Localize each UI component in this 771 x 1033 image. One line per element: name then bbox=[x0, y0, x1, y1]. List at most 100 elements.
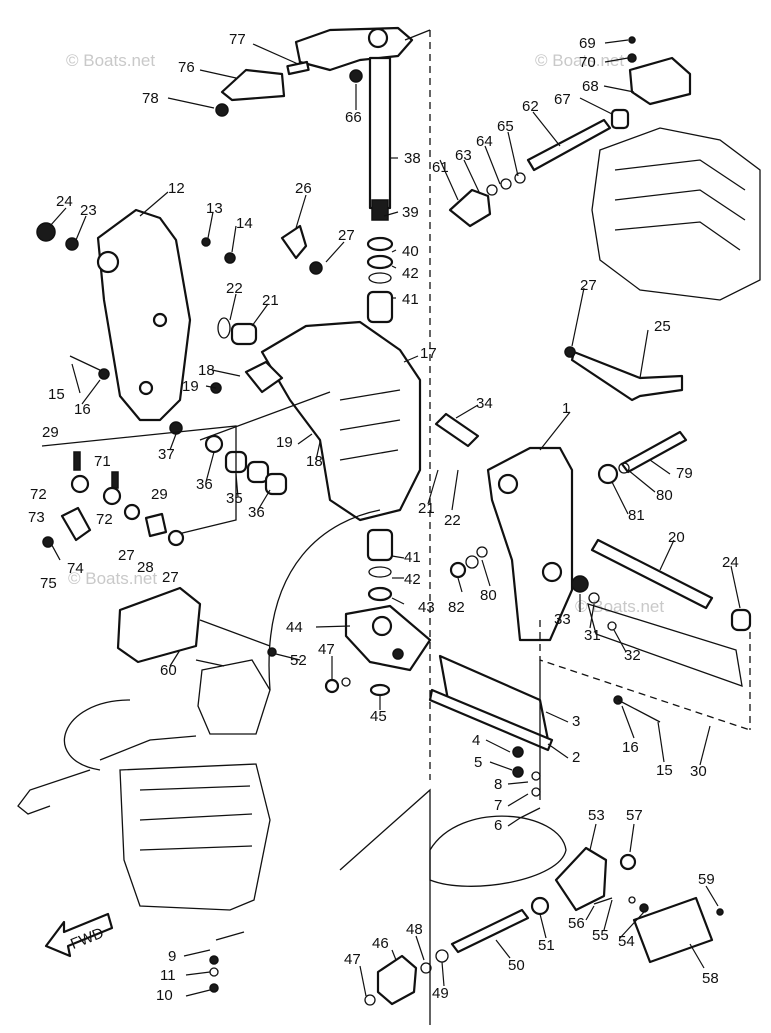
callout-27b: 27 bbox=[580, 277, 597, 294]
callout-81: 81 bbox=[628, 507, 645, 524]
callout-49: 49 bbox=[432, 985, 449, 1002]
callout-16a: 16 bbox=[74, 401, 91, 418]
callout-11: 11 bbox=[160, 967, 176, 984]
callout-42b: 42 bbox=[404, 571, 421, 588]
callout-41b: 41 bbox=[404, 549, 421, 566]
callout-67: 67 bbox=[554, 91, 571, 108]
callout-53: 53 bbox=[588, 807, 605, 824]
callout-74: 74 bbox=[67, 560, 84, 577]
callout-78: 78 bbox=[142, 90, 159, 107]
callout-56: 56 bbox=[568, 915, 585, 932]
callout-72b: 72 bbox=[96, 511, 113, 528]
callout-69: 69 bbox=[579, 35, 596, 52]
callout-18a: 18 bbox=[198, 362, 215, 379]
callout-75: 75 bbox=[40, 575, 57, 592]
callout-18b: 18 bbox=[306, 453, 323, 470]
callout-41a: 41 bbox=[402, 291, 419, 308]
callout-3: 3 bbox=[572, 713, 580, 730]
callout-52: 52 bbox=[290, 652, 307, 669]
callout-39: 39 bbox=[402, 204, 419, 221]
callout-24a: 24 bbox=[56, 193, 73, 210]
callout-46: 46 bbox=[372, 935, 389, 952]
callout-5: 5 bbox=[474, 754, 482, 771]
callout-38: 38 bbox=[404, 150, 421, 167]
callout-64: 64 bbox=[476, 133, 493, 150]
callout-21a: 21 bbox=[262, 292, 279, 309]
callout-76: 76 bbox=[178, 59, 195, 76]
watermark: © Boats.net bbox=[535, 51, 624, 70]
callout-6: 6 bbox=[494, 817, 502, 834]
callout-12: 12 bbox=[168, 180, 185, 197]
callout-26: 26 bbox=[295, 180, 312, 197]
callout-7: 7 bbox=[494, 797, 502, 814]
line-art bbox=[17, 26, 761, 1025]
callout-10: 10 bbox=[156, 987, 173, 1004]
callout-25: 25 bbox=[654, 318, 671, 335]
callout-80a: 80 bbox=[656, 487, 673, 504]
callout-23: 23 bbox=[80, 202, 97, 219]
callout-71: 71 bbox=[94, 453, 111, 470]
callout-labels: 77 76 78 66 38 39 40 42 41 27 26 61 63 6… bbox=[28, 31, 739, 1004]
callout-9: 9 bbox=[168, 948, 176, 965]
callout-43: 43 bbox=[418, 599, 435, 616]
callout-61: 61 bbox=[432, 159, 449, 176]
callout-16b: 16 bbox=[622, 739, 639, 756]
callout-22a: 22 bbox=[226, 280, 243, 297]
callout-77: 77 bbox=[229, 31, 246, 48]
callout-80b: 80 bbox=[480, 587, 497, 604]
callout-60: 60 bbox=[160, 662, 177, 679]
callout-8: 8 bbox=[494, 776, 502, 793]
watermark: © Boats.net bbox=[68, 569, 157, 588]
callout-73: 73 bbox=[28, 509, 45, 526]
callout-19b: 19 bbox=[276, 434, 293, 451]
callout-47b: 47 bbox=[344, 951, 361, 968]
callout-40: 40 bbox=[402, 243, 419, 260]
callout-17: 17 bbox=[420, 345, 437, 362]
callout-4: 4 bbox=[472, 732, 480, 749]
callout-42a: 42 bbox=[402, 265, 419, 282]
callout-27a: 27 bbox=[338, 227, 355, 244]
callout-29a: 29 bbox=[42, 424, 59, 441]
callout-37: 37 bbox=[158, 446, 175, 463]
callout-15b: 15 bbox=[656, 762, 673, 779]
callout-24b: 24 bbox=[722, 554, 739, 571]
callout-36b: 36 bbox=[248, 504, 265, 521]
callout-15a: 15 bbox=[48, 386, 65, 403]
callout-62: 62 bbox=[522, 98, 539, 115]
watermark: © Boats.net bbox=[66, 51, 155, 70]
callout-50: 50 bbox=[508, 957, 525, 974]
callout-2: 2 bbox=[572, 749, 580, 766]
callout-82: 82 bbox=[448, 599, 465, 616]
callout-32: 32 bbox=[624, 647, 641, 664]
callout-72a: 72 bbox=[30, 486, 47, 503]
callout-36a: 36 bbox=[196, 476, 213, 493]
callout-70: 70 bbox=[579, 54, 596, 71]
callout-66: 66 bbox=[345, 109, 362, 126]
callout-29b: 29 bbox=[151, 486, 168, 503]
callout-35: 35 bbox=[226, 490, 243, 507]
callout-44: 44 bbox=[286, 619, 303, 636]
callout-57: 57 bbox=[626, 807, 643, 824]
callout-31: 31 bbox=[584, 627, 601, 644]
callout-1: 1 bbox=[562, 400, 570, 417]
callout-27d: 27 bbox=[162, 569, 179, 586]
callout-21b: 21 bbox=[418, 500, 435, 517]
callout-27c: 27 bbox=[118, 547, 135, 564]
callout-20: 20 bbox=[668, 529, 685, 546]
callout-28: 28 bbox=[137, 559, 154, 576]
callout-79: 79 bbox=[676, 465, 693, 482]
callout-22b: 22 bbox=[444, 512, 461, 529]
callout-19a: 19 bbox=[182, 378, 199, 395]
callout-45: 45 bbox=[370, 708, 387, 725]
callout-59: 59 bbox=[698, 871, 715, 888]
callout-48: 48 bbox=[406, 921, 423, 938]
leader-lines bbox=[49, 39, 741, 997]
callout-14: 14 bbox=[236, 215, 253, 232]
callout-51: 51 bbox=[538, 937, 555, 954]
callout-65: 65 bbox=[497, 118, 514, 135]
callout-68: 68 bbox=[582, 78, 599, 95]
callout-58: 58 bbox=[702, 970, 719, 987]
callout-47a: 47 bbox=[318, 641, 335, 658]
callout-33: 33 bbox=[554, 611, 571, 628]
